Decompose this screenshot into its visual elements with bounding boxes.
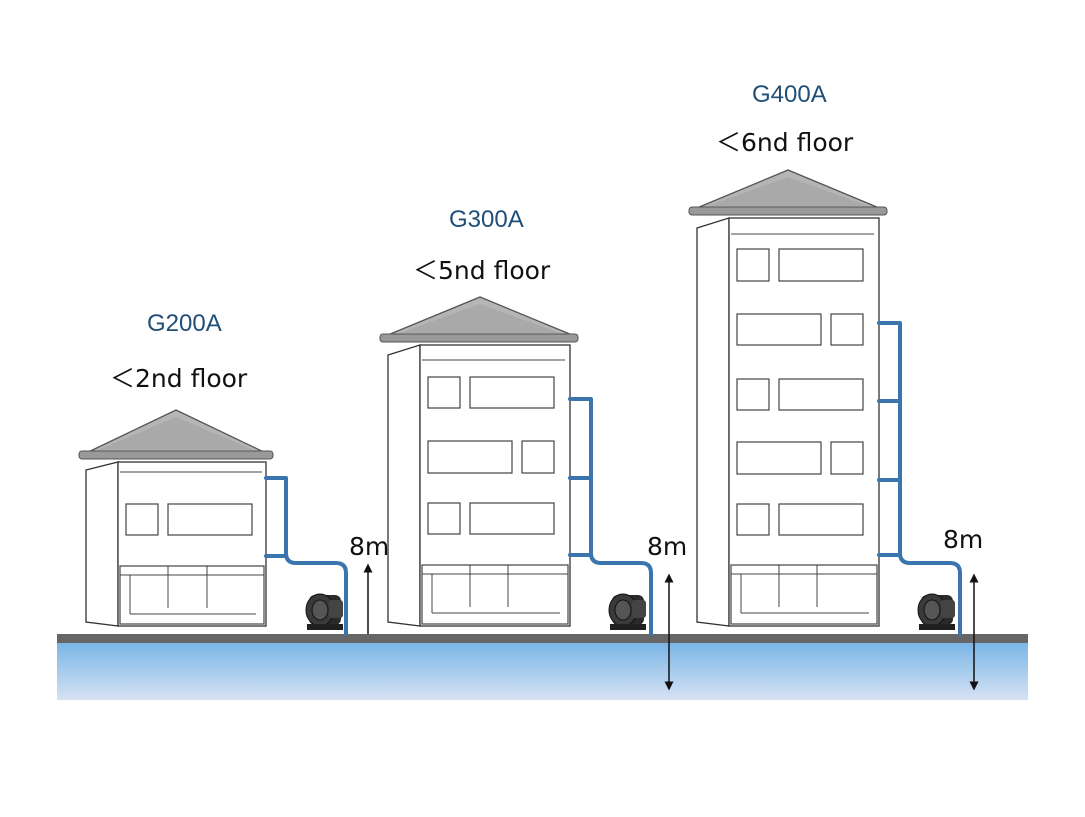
floor-label: ＜5nd floor [413, 256, 551, 285]
window [736, 313, 822, 346]
blower-pump-icon [917, 593, 955, 630]
window [736, 378, 770, 411]
window [778, 503, 864, 536]
storefront [421, 564, 569, 625]
window [469, 376, 555, 409]
window [736, 248, 770, 282]
window [125, 503, 159, 536]
window [778, 248, 864, 282]
building-front-wall [728, 217, 880, 627]
height-label: 8m [647, 532, 687, 561]
height-label: 8m [349, 532, 389, 561]
floor-label: ＜6nd floor [716, 128, 854, 157]
roof-eave [78, 450, 274, 460]
building-side-wall [696, 217, 730, 627]
window [778, 378, 864, 411]
model-label: G300A [449, 206, 524, 233]
window [469, 502, 555, 535]
storefront [730, 564, 878, 625]
window [830, 441, 864, 475]
window [427, 376, 461, 409]
water-body [57, 642, 1028, 700]
roof-eave [688, 206, 888, 216]
height-label: 8m [943, 525, 983, 554]
window [736, 441, 822, 475]
window [736, 503, 770, 536]
floor-label: ＜2nd floor [110, 364, 248, 393]
window [427, 440, 513, 474]
window [521, 440, 555, 474]
roof-eave [379, 333, 579, 343]
blower-pump-icon [608, 593, 646, 630]
ground-line [57, 634, 1028, 643]
window [167, 503, 253, 536]
model-label: G200A [147, 310, 222, 337]
window [830, 313, 864, 346]
window [427, 502, 461, 535]
model-label: G400A [752, 81, 827, 108]
building-side-wall [85, 461, 119, 627]
building-g300a: G300A ＜5nd floor 8m [379, 206, 687, 691]
building-side-wall [387, 344, 421, 627]
building-g400a: G400A ＜6nd floor 8m [688, 81, 983, 691]
blower-pump-icon [305, 593, 343, 630]
building-g200a: G200A ＜2nd floor 8m [78, 310, 389, 636]
